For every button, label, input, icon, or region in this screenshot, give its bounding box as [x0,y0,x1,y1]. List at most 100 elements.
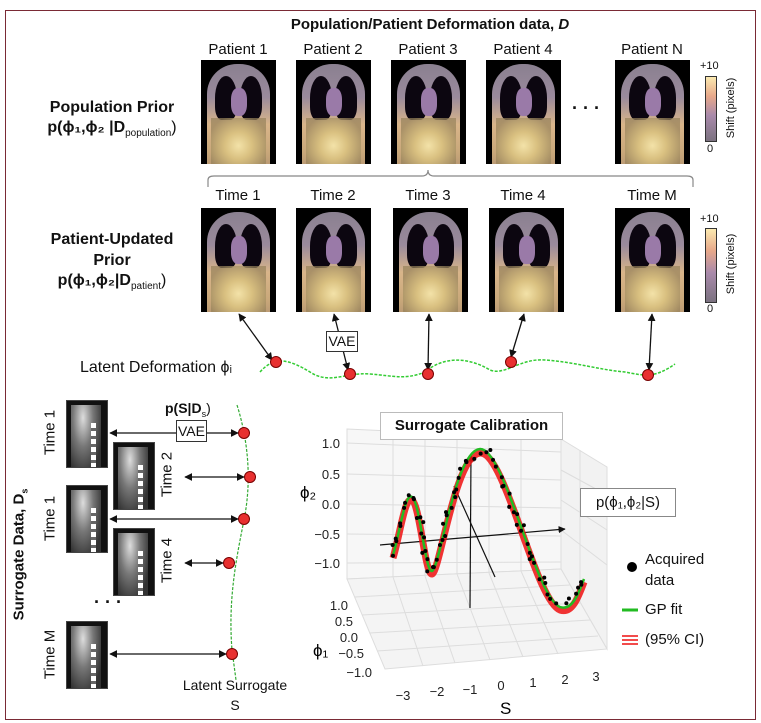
data-point [519,528,524,533]
data-point [418,515,423,520]
data-point [566,596,571,601]
time-ct-image [296,208,371,312]
legend-gp-fit: GP fit [645,601,683,618]
latent-deformation-label: Latent Deformation ϕᵢ [80,359,232,376]
data-point [525,542,530,547]
data-point [484,450,489,455]
colorbar [705,76,717,142]
data-point [579,580,584,585]
data-point [501,483,506,488]
surrogate-point [226,648,238,660]
data-point [390,542,395,547]
data-point [564,601,569,606]
data-point [422,535,427,540]
time-label: Time 4 [500,187,546,204]
data-point [434,557,439,562]
data-point [398,521,403,526]
time-ct-image [489,208,564,312]
formula-main: p(ϕ₁,ϕ₂ |D [47,119,126,136]
patient-label: Patient 2 [303,41,363,58]
data-point [440,537,445,542]
data-point [414,516,419,521]
surrogate-label-text: Surrogate Data, D [10,493,28,621]
formula-sub: s [201,408,207,419]
data-point [515,512,520,517]
data-point [548,596,553,601]
data-point [444,510,449,515]
data-point [443,533,448,538]
phi2-tick: −0.5 [314,527,340,542]
patient-label: Patient N [621,41,683,58]
latent-surrogate-var: S [230,697,240,713]
time-label: Time M [627,187,677,204]
bracket [207,169,694,187]
formula-sub: patient [130,281,161,293]
patient-prior-title-2: Prior [93,252,131,269]
patient-ct-image [201,60,276,164]
phi2-tick: 0.0 [322,497,340,512]
data-point [449,505,454,510]
population-prior-title: Population Prior [49,99,175,116]
mri-image [66,621,108,689]
colorbar-max: +10 [700,213,719,225]
formula-main: p(S|D [165,400,202,416]
data-point [488,447,493,452]
latent-point [505,356,517,368]
data-point [554,601,559,606]
data-point [421,520,426,525]
legend-acquired-2: data [645,572,675,589]
plot-grid [346,428,608,670]
data-point [521,523,526,528]
ci-band [389,449,588,615]
phi1-tick: −0.5 [338,646,364,661]
patient-ct-image [391,60,466,164]
phi1-tick: 0.5 [335,614,353,629]
acquired-data-points [390,447,584,606]
surrogate-time-label: Time 1 [41,409,59,456]
surrogate-time-label: Time 2 [158,451,176,498]
surrogate-point [223,557,235,569]
surrogate-time-label: Time 1 [41,495,59,542]
phi1-tick: 0.0 [340,630,358,645]
figure-frame [5,10,756,720]
data-point [472,456,477,461]
data-point [514,522,519,527]
surrogate-point [238,427,250,439]
time-label: Time 3 [405,187,451,204]
colorbar-min: 0 [707,303,714,315]
phi2-tick: 0.5 [322,467,340,482]
data-point [403,500,408,505]
patient-ct-image [486,60,561,164]
data-point [419,531,424,536]
data-point [453,495,458,500]
mri-image [66,400,108,468]
data-point [441,521,446,526]
colorbar-label: Shift (pixels) [725,233,737,295]
latent-point [270,356,282,368]
legend-acquired: Acquired [645,551,705,568]
colorbar-min: 0 [707,143,714,155]
mri-image [113,528,155,596]
data-point [402,505,407,510]
data-point [411,497,416,502]
ellipsis: · · · [572,98,600,118]
data-point [527,550,532,555]
data-point [406,493,411,498]
time-ct-image [393,208,468,312]
data-point [491,457,496,462]
patient-label: Patient 3 [398,41,458,58]
s-tick: −2 [430,684,445,699]
latent-point [642,369,654,381]
latent-point [344,368,356,380]
colorbar-max: +10 [700,60,719,72]
formula-close: ) [161,272,167,289]
latent-deformation-curve [259,359,676,379]
data-point [437,542,442,547]
time-label: Time 1 [215,187,261,204]
patient-ct-image [296,60,371,164]
latent-surrogate-curve [230,404,249,681]
s-tick: 1 [529,675,536,690]
ellipsis: · · · [94,592,122,612]
latent-point [422,368,434,380]
data-point [464,460,469,465]
